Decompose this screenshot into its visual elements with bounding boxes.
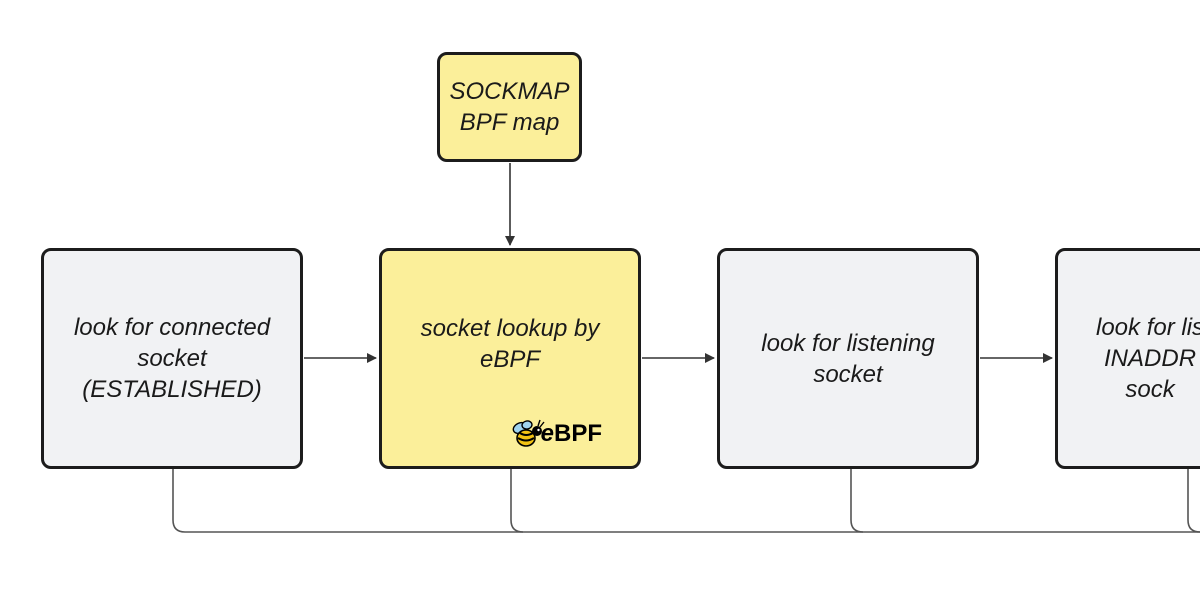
ebpf-logo-e: e	[540, 420, 554, 447]
node-label-line: socket	[813, 360, 883, 388]
return-branch-ebpf	[510, 469, 524, 533]
node-listening-label: look for listening socket	[761, 328, 934, 390]
node-sockmap: SOCKMAP BPF map	[437, 52, 582, 162]
bee-icon	[512, 419, 545, 447]
node-label-line: look for listening	[761, 329, 935, 357]
return-branch-inaddr	[1187, 469, 1200, 533]
node-label-line: SOCKMAP	[449, 78, 570, 105]
node-inaddr-socket: look for lis INADDR sock	[1055, 248, 1200, 469]
return-path-line	[172, 469, 1200, 533]
return-branch-listening	[850, 469, 864, 533]
node-ebpf-label: socket lookup by eBPF	[421, 313, 600, 375]
node-connected-label: look for connected socket (ESTABLISHED)	[74, 312, 270, 405]
node-label-line: sock	[1125, 376, 1175, 403]
node-sockmap-label: SOCKMAP BPF map	[449, 76, 569, 138]
node-inaddr-label: look for lis INADDR sock	[1096, 312, 1200, 405]
node-label-line: socket lookup by	[420, 314, 600, 342]
node-label-line: INADDR	[1104, 345, 1197, 372]
node-connected-socket: look for connected socket (ESTABLISHED)	[41, 248, 303, 469]
node-label-line: look for lis	[1096, 314, 1200, 341]
node-label-line: eBPF	[479, 345, 541, 373]
node-label-line: BPF map	[459, 109, 560, 136]
node-label-line: socket	[137, 345, 207, 372]
node-ebpf-lookup: socket lookup by eBPF eBPF	[379, 248, 641, 469]
ebpf-logo-bpf: BPF	[554, 420, 602, 447]
ebpf-logo-text: eBPF	[541, 420, 602, 448]
node-label-line: look for connected	[73, 314, 271, 341]
node-label-line: (ESTABLISHED)	[82, 376, 262, 403]
ebpf-logo: eBPF	[511, 418, 602, 450]
node-listening-socket: look for listening socket	[717, 248, 979, 469]
